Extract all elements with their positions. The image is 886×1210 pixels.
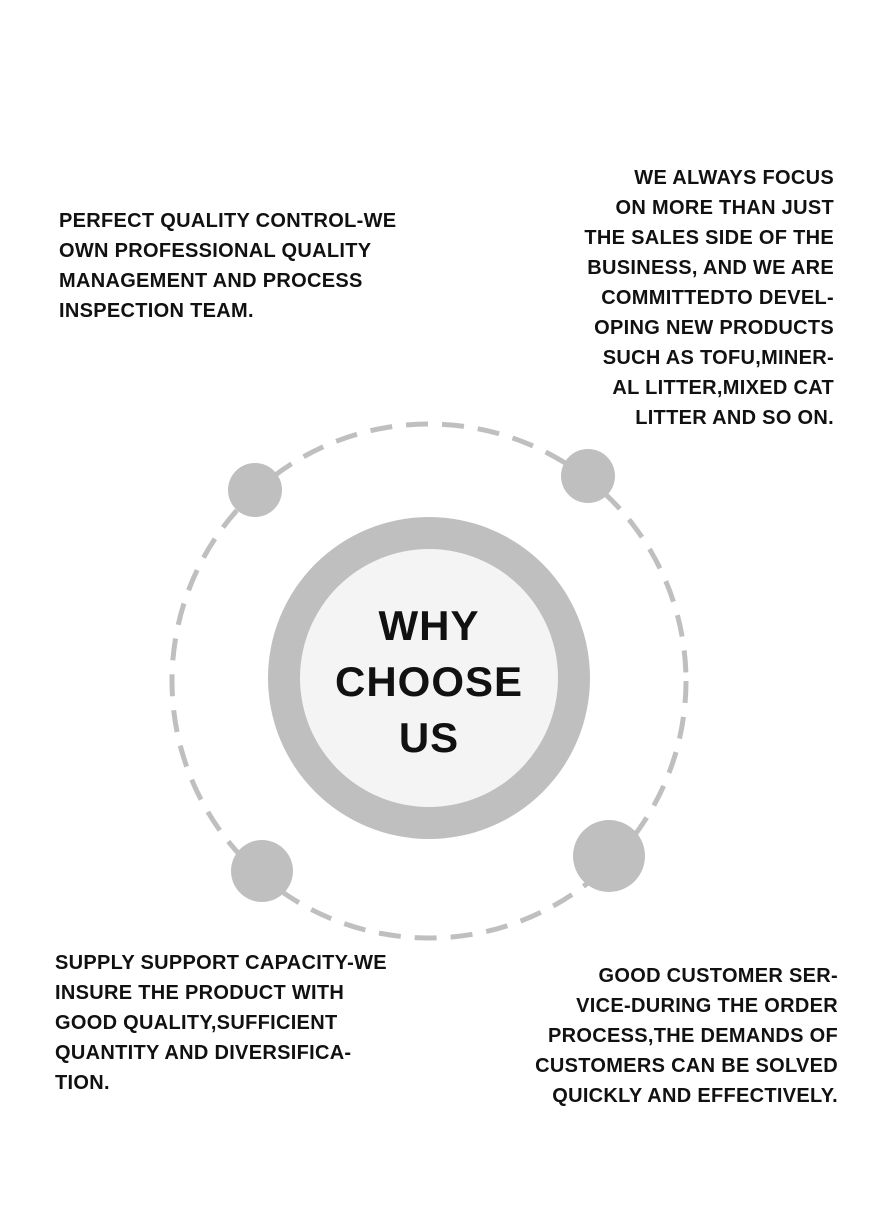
supply-capacity-text: SUPPLY SUPPORT CAPACITY-WE INSURE THE PRO… bbox=[55, 948, 387, 1098]
text-line: BUSINESS, AND WE ARE bbox=[587, 257, 834, 279]
node-bottom-left bbox=[231, 840, 293, 902]
title-line: WHY bbox=[378, 602, 480, 649]
text-line: GOOD CUSTOMER SER- bbox=[598, 965, 838, 987]
center-title: WHY CHOOSE US bbox=[299, 598, 559, 766]
quality-control-text: PERFECT QUALITY CONTROL-WE OWN PROFESSION… bbox=[59, 206, 396, 326]
text-line: SUCH AS TOFU,MINER- bbox=[602, 347, 834, 369]
text-line: WE ALWAYS FOCUS bbox=[634, 167, 834, 189]
dashed-orbit bbox=[169, 421, 689, 941]
text-line: MANAGEMENT AND PROCESS bbox=[59, 270, 363, 292]
product-development-text: WE ALWAYS FOCUS ON MORE THAN JUST THE SALE… bbox=[584, 163, 834, 433]
text-line: VICE-DURING THE ORDER bbox=[576, 995, 838, 1017]
text-line: LITTER AND SO ON. bbox=[635, 407, 834, 429]
center-disc bbox=[300, 549, 558, 807]
text-line: AL LITTER,MIXED CAT bbox=[612, 377, 834, 399]
node-bottom-right bbox=[573, 820, 645, 892]
text-line: GOOD QUALITY,SUFFICIENT bbox=[55, 1012, 338, 1034]
text-line: SUPPLY SUPPORT CAPACITY-WE bbox=[55, 952, 387, 974]
customer-service-text: GOOD CUSTOMER SER- VICE-DURING THE ORDER P… bbox=[535, 961, 838, 1111]
text-line: TION. bbox=[55, 1072, 110, 1094]
text-line: ON MORE THAN JUST bbox=[615, 197, 834, 219]
text-line: PERFECT QUALITY CONTROL-WE bbox=[59, 210, 397, 232]
text-line: QUANTITY AND DIVERSIFICA- bbox=[55, 1042, 352, 1064]
node-top-left bbox=[228, 463, 282, 517]
text-line: INSURE THE PRODUCT WITH bbox=[55, 982, 345, 1004]
text-line: OWN PROFESSIONAL QUALITY bbox=[59, 240, 372, 262]
title-line: CHOOSE bbox=[334, 658, 524, 705]
text-line: QUICKLY AND EFFECTIVELY. bbox=[552, 1085, 838, 1107]
text-line: PROCESS,THE DEMANDS OF bbox=[548, 1025, 838, 1047]
text-line: THE SALES SIDE OF THE bbox=[584, 227, 834, 249]
title-line: US bbox=[398, 714, 460, 761]
text-line: CUSTOMERS CAN BE SOLVED bbox=[535, 1055, 838, 1077]
text-line: INSPECTION TEAM. bbox=[59, 300, 254, 322]
text-line: OPING NEW PRODUCTS bbox=[594, 317, 834, 339]
text-line: COMMITTEDTO DEVEL- bbox=[601, 287, 834, 309]
node-top-right bbox=[561, 449, 615, 503]
